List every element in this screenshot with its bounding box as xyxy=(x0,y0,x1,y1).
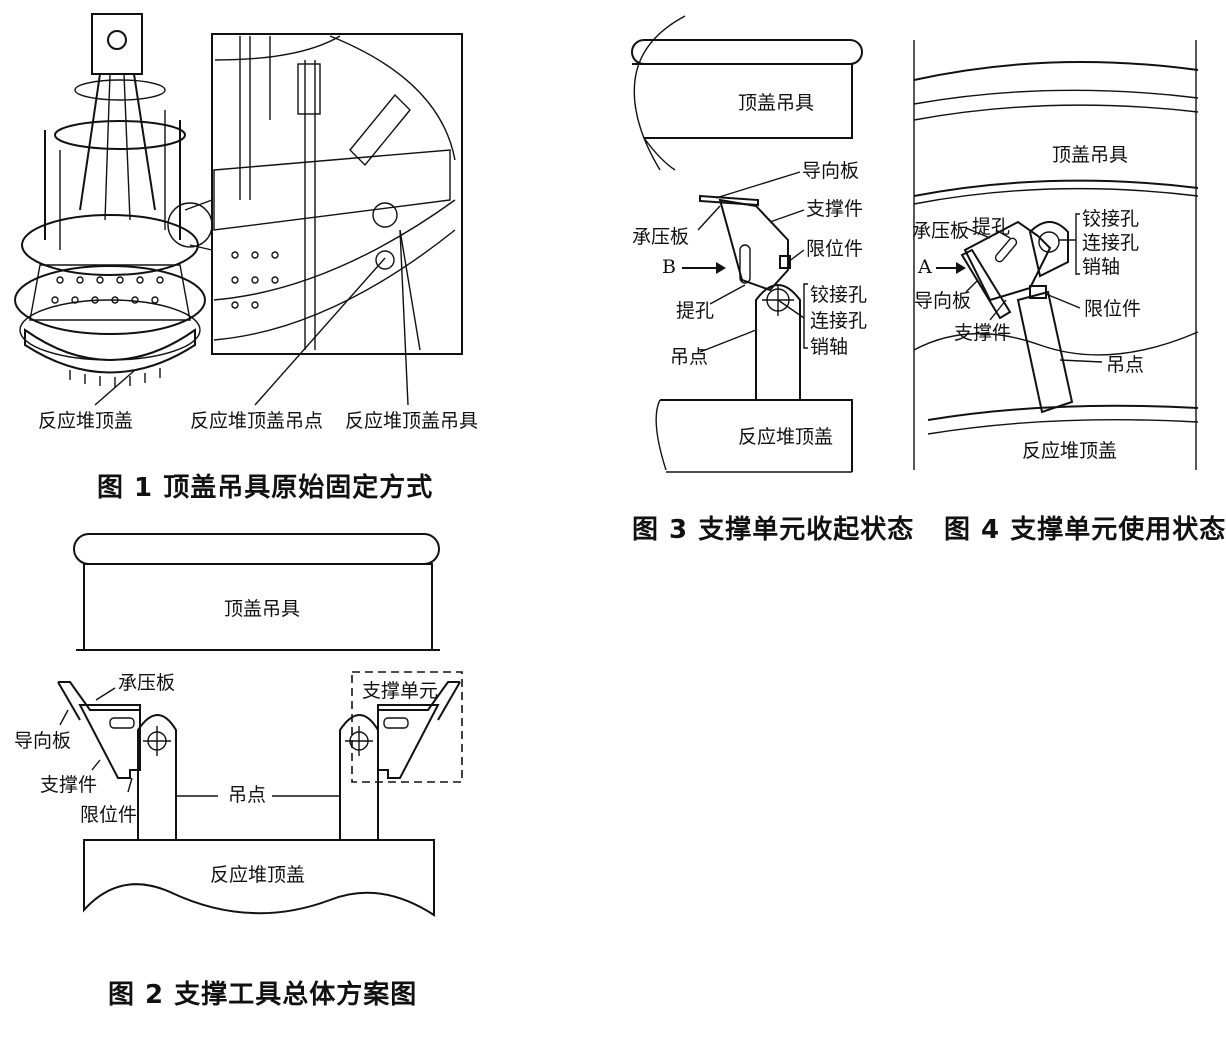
fig3-label-lift-tool: 顶盖吊具 xyxy=(738,92,815,114)
fig2-label-support-piece: 支撑件 xyxy=(40,774,98,796)
figure-2-drawing xyxy=(57,533,463,917)
fig4-label-cover: 反应堆顶盖 xyxy=(1022,440,1118,462)
fig4-label-support-piece: 支撑件 xyxy=(954,322,1012,344)
fig4-label-limiter: 限位件 xyxy=(1084,298,1142,320)
fig4-label-connect-hole: 连接孔 xyxy=(1082,232,1140,254)
figure-1: 反应堆顶盖 反应堆顶盖吊点 反应堆顶盖吊具 图 1 顶盖吊具原始固定方式 xyxy=(0,0,600,510)
fig4-label-a-marker: A xyxy=(918,256,932,278)
fig4-label-guide-plate: 导向板 xyxy=(914,290,972,312)
figure-1-caption: 图 1 顶盖吊具原始固定方式 xyxy=(97,473,434,503)
fig2-label-pressure-plate: 承压板 xyxy=(118,672,176,694)
fig3-label-b-marker: B xyxy=(662,256,676,278)
fig4-label-lift-hole: 提孔 xyxy=(972,216,1011,238)
fig1-label-lift-tool: 反应堆顶盖吊具 xyxy=(345,410,479,432)
fig4-label-pin: 销轴 xyxy=(1082,256,1121,278)
fig3-label-pin: 销轴 xyxy=(810,336,849,358)
fig3-label-hinge-hole: 铰接孔 xyxy=(810,284,868,306)
fig3-label-connect-hole: 连接孔 xyxy=(810,310,868,332)
fig3-label-lift-point: 吊点 xyxy=(670,346,709,368)
fig3-label-pressure-plate: 承压板 xyxy=(632,226,690,248)
figure-4-caption: 图 4 支撑单元使用状态 xyxy=(944,515,1226,545)
fig3-label-guide-plate: 导向板 xyxy=(802,160,860,182)
figure-4-drawing xyxy=(913,40,1199,470)
figure-3: 顶盖吊具 导向板 承压板 支撑件 限位件 B 提孔 铰接孔 连接孔 销轴 吊点 … xyxy=(620,0,913,560)
fig3-label-limiter: 限位件 xyxy=(806,238,864,260)
fig2-label-support-unit: 支撑单元 xyxy=(362,680,439,702)
fig4-label-pressure-plate: 承压板 xyxy=(912,220,970,242)
fig4-label-hinge-hole: 铰接孔 xyxy=(1082,208,1140,230)
figure-1-drawing xyxy=(14,13,463,406)
fig2-label-lift-point: 吊点 xyxy=(228,784,267,806)
figure-2-caption: 图 2 支撑工具总体方案图 xyxy=(108,980,418,1010)
fig4-label-lift-tool: 顶盖吊具 xyxy=(1052,144,1129,166)
figure-2: 顶盖吊具 承压板 导向板 支撑件 限位件 吊点 支撑单元 反应堆顶盖 图 2 支… xyxy=(0,520,600,1037)
fig1-label-cover: 反应堆顶盖 xyxy=(38,410,134,432)
fig3-label-support-piece: 支撑件 xyxy=(806,198,864,220)
fig2-label-guide-plate: 导向板 xyxy=(14,730,72,752)
fig3-label-lift-hole: 提孔 xyxy=(676,300,715,322)
figure-3-drawing xyxy=(631,15,863,473)
fig2-label-limiter: 限位件 xyxy=(80,804,138,826)
fig4-label-lift-point: 吊点 xyxy=(1106,354,1145,376)
fig2-label-lift-tool: 顶盖吊具 xyxy=(224,598,301,620)
figure-4: 顶盖吊具 承压板 提孔 铰接孔 连接孔 销轴 A 导向板 限位件 支撑件 吊点 … xyxy=(910,0,1225,560)
figure-3-caption: 图 3 支撑单元收起状态 xyxy=(632,515,915,545)
fig2-label-cover: 反应堆顶盖 xyxy=(210,864,306,886)
fig3-label-cover: 反应堆顶盖 xyxy=(738,426,834,448)
fig1-label-lift-point: 反应堆顶盖吊点 xyxy=(190,410,324,432)
